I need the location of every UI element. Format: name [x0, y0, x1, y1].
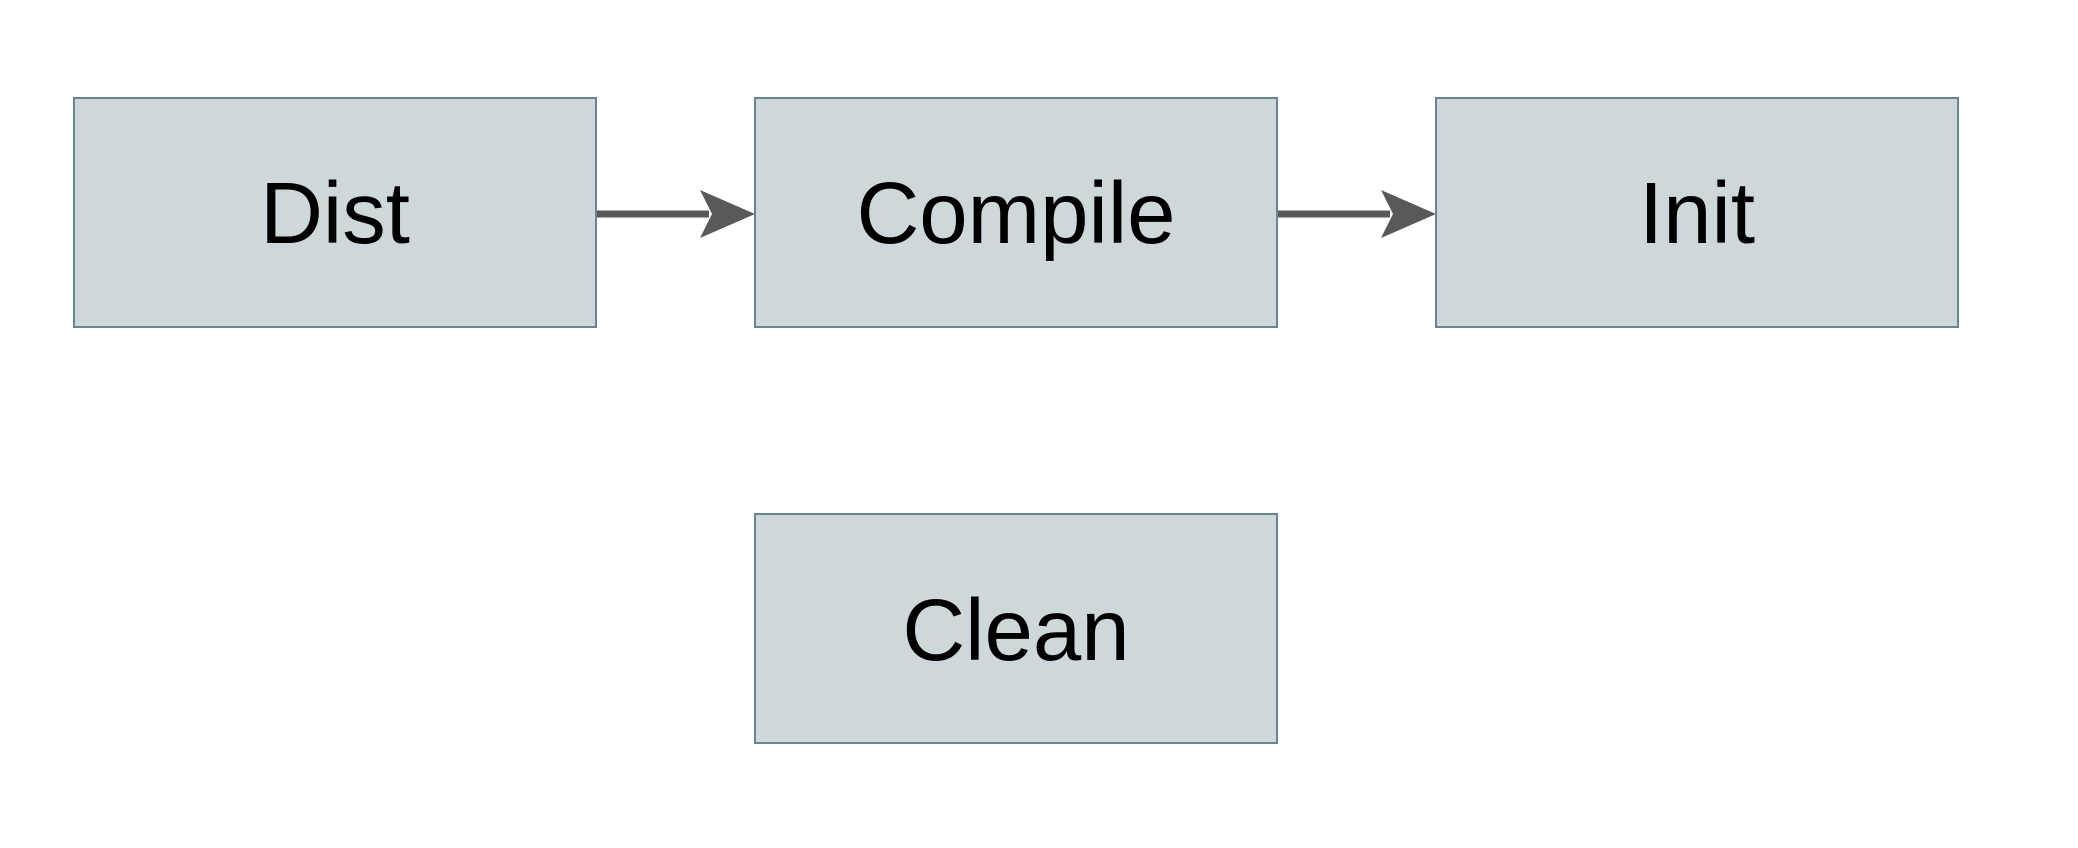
node-clean-label: Clean — [902, 582, 1129, 679]
node-dist-shape — [73, 97, 597, 328]
node-dist[interactable]: Dist — [73, 97, 597, 328]
node-clean[interactable]: Clean — [754, 513, 1278, 744]
edge-dist-to-compile[interactable] — [597, 190, 755, 238]
node-dist-label: Dist — [260, 165, 410, 262]
node-init-shape — [1435, 97, 1959, 328]
node-compile-shape — [754, 97, 1278, 328]
node-compile-label: Compile — [856, 165, 1175, 262]
edge-compile-to-init[interactable] — [1278, 190, 1436, 238]
node-clean-shape — [754, 513, 1278, 744]
node-init[interactable]: Init — [1435, 97, 1959, 328]
arrowhead-compile-to-init — [1381, 190, 1436, 238]
arrowhead-dist-to-compile — [700, 190, 755, 238]
node-compile[interactable]: Compile — [754, 97, 1278, 328]
node-init-label: Init — [1639, 165, 1755, 262]
